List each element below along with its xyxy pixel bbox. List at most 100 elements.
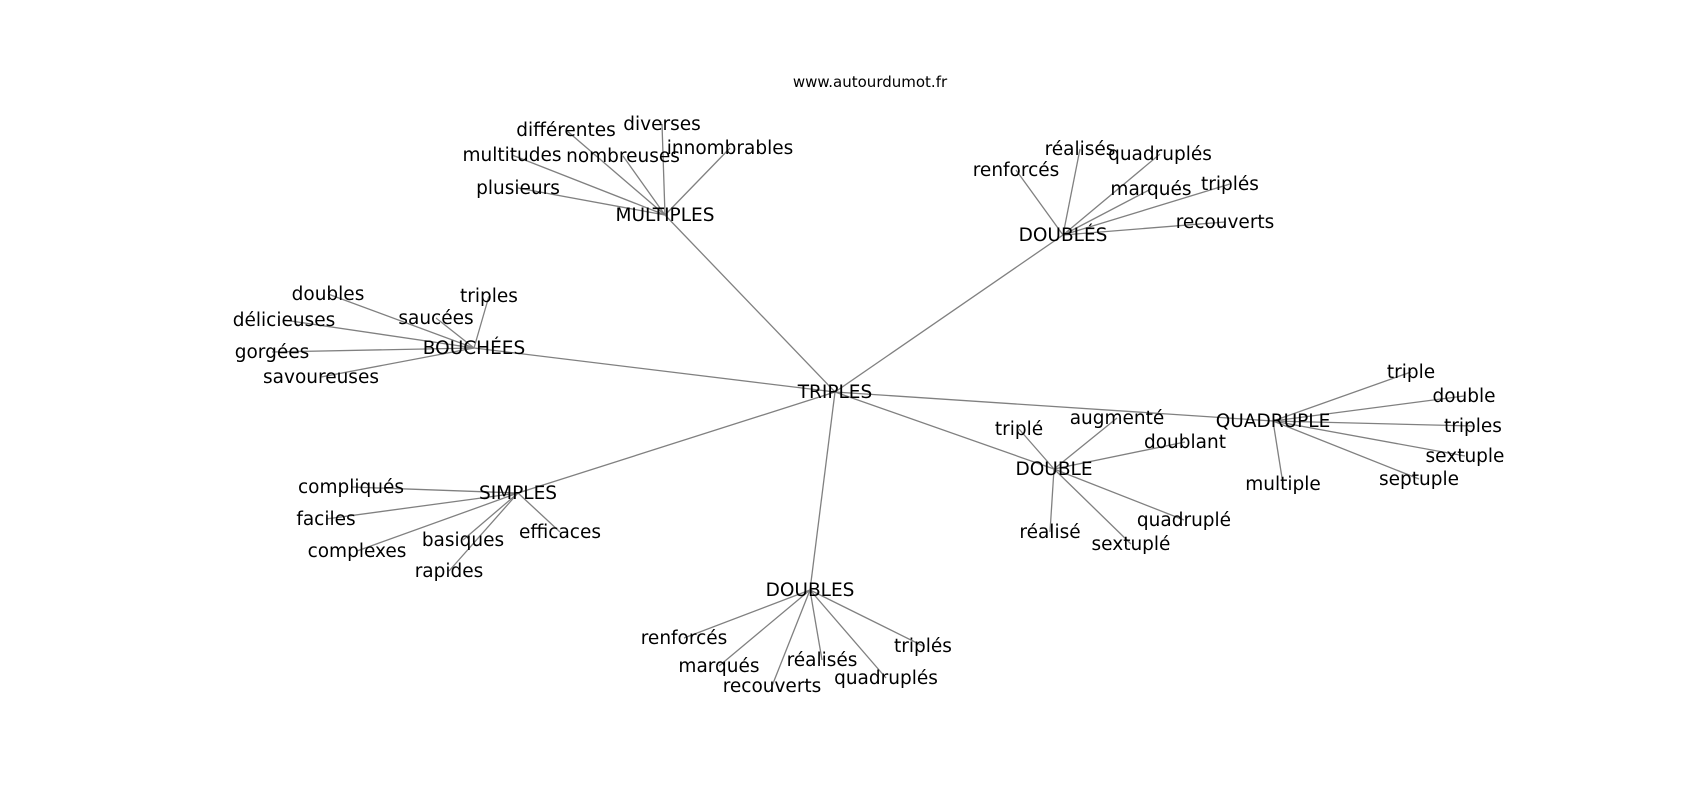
edges: [271, 123, 1474, 687]
edge-multiples-word: [664, 147, 731, 216]
word-node-label: septuple: [1379, 469, 1459, 490]
edge-simples-word: [517, 492, 561, 533]
hub-node-label: MULTIPLES: [616, 205, 715, 226]
edge-quadruple-word: [1272, 420, 1420, 480]
hub-node-label: DOUBLE: [1015, 459, 1092, 480]
edge-root-doubles-top: [834, 234, 1064, 393]
edge-root-simples: [517, 391, 836, 494]
edge-root-bouchees: [473, 347, 836, 393]
edge-double-word: [1049, 468, 1055, 533]
edge-doubles-top-word: [1062, 153, 1161, 236]
edge-quadruple-word: [1272, 420, 1284, 485]
word-node-label: doublant: [1144, 432, 1226, 453]
word-node-label: quadruplés: [1108, 144, 1212, 165]
word-node-label: multiple: [1245, 474, 1321, 495]
edge-simples-word: [448, 492, 519, 572]
word-node-label: réalisés: [1045, 139, 1116, 160]
edge-multiples-word: [661, 123, 666, 216]
word-node-label: triple: [1387, 362, 1435, 383]
edge-doubles-bottom-word: [809, 589, 887, 679]
word-node-label: complexes: [308, 541, 407, 562]
edge-root-multiples: [664, 214, 836, 393]
edge-doubles-bottom-word: [683, 589, 811, 639]
word-node-label: augmenté: [1070, 408, 1165, 429]
edge-doubles-bottom-word: [809, 589, 823, 661]
word-node-label: innombrables: [667, 138, 794, 159]
word-node-label: renforcés: [641, 628, 728, 649]
edge-double-word: [1018, 428, 1055, 470]
word-node-label: saucées: [398, 308, 473, 329]
word-node-label: recouverts: [1176, 212, 1275, 233]
word-node-label: rapides: [415, 561, 484, 582]
word-node-label: nombreuses: [566, 146, 680, 167]
edge-quadruple-word: [1272, 420, 1466, 457]
edge-multiples-word: [622, 155, 666, 216]
word-node-label: doubles: [292, 284, 365, 305]
hub-node-label: BOUCHÉES: [423, 337, 525, 359]
word-node-label: réalisés: [787, 650, 858, 671]
root-node-label: TRIPLES: [797, 382, 873, 403]
word-node-label: efficaces: [519, 522, 601, 543]
word-node-label: marqués: [678, 656, 759, 677]
hub-node-label: DOUBLES: [766, 580, 855, 601]
edge-simples-word: [350, 486, 519, 494]
edge-bouchees-word: [327, 293, 475, 349]
word-node-label: faciles: [296, 509, 355, 530]
word-node-label: triplés: [894, 636, 952, 657]
word-node-label: multitudes: [462, 145, 561, 166]
edge-double-word: [1053, 441, 1186, 470]
edge-simples-word: [325, 492, 519, 520]
word-node-label: double: [1432, 386, 1495, 407]
word-node-label: triples: [1444, 416, 1502, 437]
edge-bouchees-word: [283, 319, 475, 349]
word-node-label: triplé: [995, 419, 1043, 440]
word-node-label: diverses: [623, 114, 700, 135]
edge-doubles-top-word: [1062, 148, 1081, 236]
word-node-label: triplés: [1201, 174, 1259, 195]
edge-doubles-top-word: [1062, 183, 1231, 236]
edge-quadruple-word: [1272, 420, 1474, 427]
word-node-label: gorgées: [235, 342, 310, 363]
labels: www.autourdumot.fr MULTIPLES différentes d…: [233, 73, 1505, 697]
edge-root-quadruple: [834, 391, 1274, 422]
edge-double-word: [1053, 468, 1132, 545]
edge-doubles-top-word: [1062, 188, 1152, 236]
hub-node-label: DOUBLÉS: [1019, 224, 1108, 246]
edge-double-word: [1053, 468, 1185, 521]
edge-simples-word: [356, 492, 519, 552]
edge-root-doubles-bottom: [809, 391, 836, 591]
edge-multiples-word: [565, 129, 666, 216]
word-node-label: plusieurs: [476, 178, 560, 199]
edge-root-double: [834, 391, 1055, 470]
word-node-label: marqués: [1110, 179, 1191, 200]
edge-doubles-top-word: [1015, 169, 1064, 236]
word-node-label: compliqués: [298, 477, 404, 498]
word-node-label: réalisé: [1019, 522, 1080, 543]
word-node-label: recouverts: [723, 676, 822, 697]
edge-bouchees-word: [435, 317, 475, 349]
edge-bouchees-word: [271, 347, 475, 353]
word-node-label: délicieuses: [233, 310, 335, 331]
word-node-label: renforcés: [973, 160, 1060, 181]
edge-bouchees-word: [473, 295, 490, 349]
edge-doubles-bottom-word: [809, 589, 924, 647]
edge-quadruple-word: [1272, 395, 1465, 422]
edge-double-word: [1053, 417, 1118, 470]
word-node-label: sextuple: [1426, 446, 1505, 467]
hub-node-label: SIMPLES: [479, 483, 557, 504]
hub-node-label: QUADRUPLE: [1216, 411, 1331, 432]
edge-doubles-bottom-word: [718, 589, 811, 667]
word-node-label: basiques: [422, 530, 504, 551]
word-node-label: quadruplé: [1137, 510, 1231, 531]
edge-simples-word: [462, 492, 519, 541]
word-node-label: quadruplés: [834, 668, 938, 689]
edge-multiples-word: [511, 154, 666, 216]
site-url: www.autourdumot.fr: [793, 73, 948, 91]
word-node-label: savoureuses: [263, 367, 379, 388]
edge-doubles-bottom-word: [771, 589, 811, 687]
edge-multiples-word: [517, 187, 666, 216]
edge-quadruple-word: [1272, 371, 1412, 422]
word-node-label: triples: [460, 286, 518, 307]
word-node-label: différentes: [516, 120, 616, 141]
